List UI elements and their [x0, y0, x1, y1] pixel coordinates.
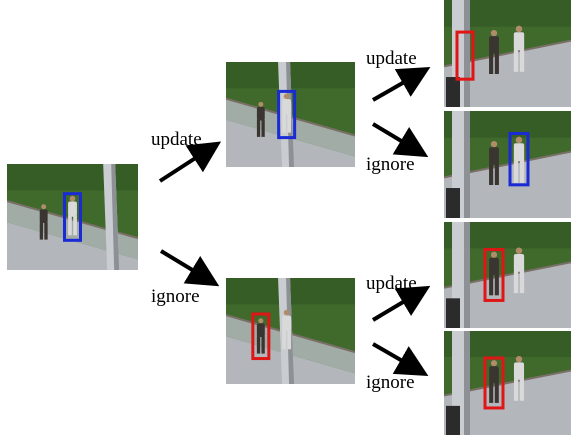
label-level1-ignore: ignore — [151, 286, 200, 307]
runner-dark — [256, 101, 265, 137]
runner-white — [513, 247, 525, 294]
frame-top-ignore — [444, 111, 571, 218]
runner-white — [68, 195, 77, 236]
arrow-bottom-to-ignore — [371, 342, 429, 377]
arrow-bottom-to-update — [371, 285, 431, 322]
tracking-box — [251, 312, 271, 361]
frame-bottom-update — [444, 222, 571, 328]
label-level2-top-ignore: ignore — [366, 154, 415, 175]
tracking-box — [455, 30, 475, 81]
runner-white — [513, 355, 525, 401]
arrow-root-to-update — [158, 141, 222, 183]
label-level2-top-update: update — [366, 48, 417, 69]
tracking-box — [483, 356, 505, 410]
tracking-box — [63, 192, 82, 242]
runner-white — [513, 25, 525, 72]
arrow-top-to-ignore — [371, 122, 429, 158]
tracking-box — [508, 131, 530, 187]
label-level2-bottom-update: update — [366, 273, 417, 294]
tracking-box — [483, 248, 505, 302]
runner-white — [513, 136, 525, 183]
label-level1-update: update — [151, 129, 202, 150]
runner-dark — [489, 251, 499, 296]
runner-dark — [489, 29, 499, 75]
runner-dark — [489, 360, 499, 403]
arrows — [158, 67, 431, 377]
frame-top — [226, 62, 355, 167]
runner-dark — [489, 140, 499, 186]
frame-root — [7, 164, 138, 270]
frame-top-update — [444, 0, 571, 107]
runner-white — [282, 309, 292, 350]
runner-dark — [256, 318, 265, 354]
runner-white — [282, 93, 292, 133]
arrow-top-to-update — [372, 67, 431, 102]
label-level2-bottom-ignore: ignore — [366, 372, 415, 393]
frame-bottom — [226, 278, 355, 384]
arrow-root-to-ignore — [159, 249, 220, 287]
runner-dark — [39, 204, 48, 240]
frame-bottom-ignore — [444, 331, 571, 435]
tracking-box — [277, 89, 297, 140]
